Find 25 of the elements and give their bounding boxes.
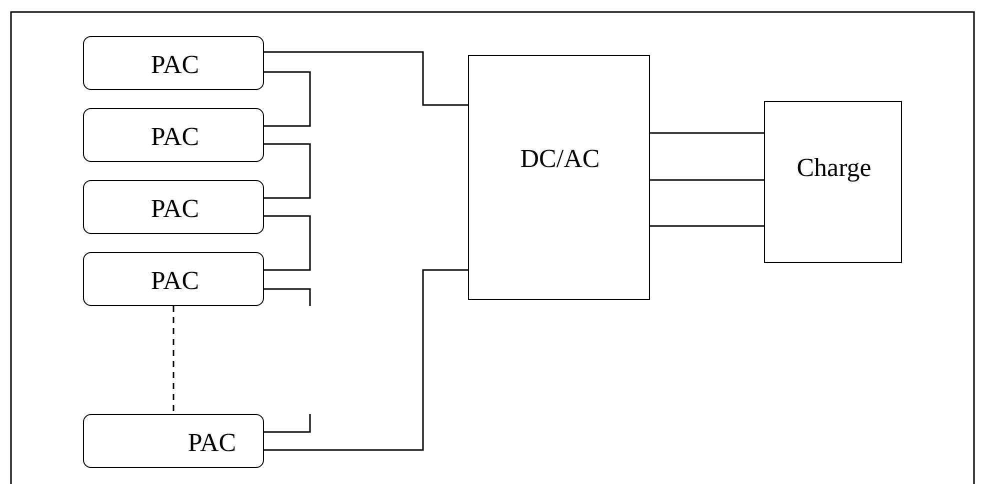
connector-line [264,51,468,106]
rounded-box [83,252,264,306]
connector-line [264,215,311,271]
connector-line [264,288,311,306]
block-box [468,55,650,300]
rounded-box [83,108,264,162]
rounded-box [83,180,264,234]
connector-line [264,414,311,433]
node-label: PAC [150,196,200,222]
connector-line [264,71,311,127]
node-label: PAC [150,52,200,78]
node-label: DC/AC [520,146,600,172]
node-label: PAC [150,268,200,294]
dashed-connector [172,306,174,414]
connector-line [264,269,468,451]
rounded-box [83,36,264,90]
connector-line [650,225,764,227]
node-label: PAC [188,430,236,456]
rounded-box [83,414,264,468]
node-label: Charge [796,155,872,181]
node-label: PAC [150,124,200,150]
connector-line [650,132,764,134]
block-box [764,101,902,263]
connector-line [650,179,764,181]
connector-line [264,143,311,199]
